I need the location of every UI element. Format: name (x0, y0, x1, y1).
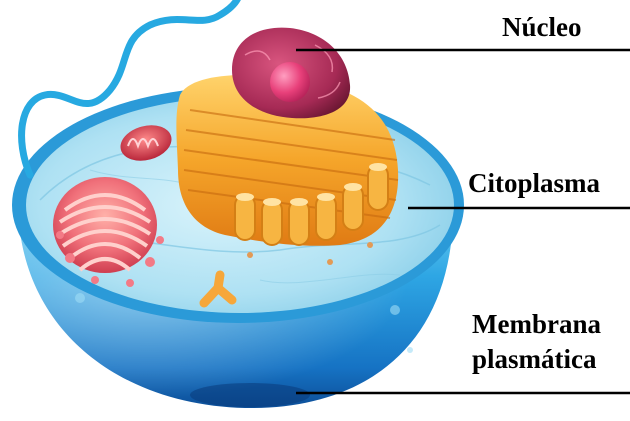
nucleus-label: Núcleo (502, 12, 581, 43)
membrane-label-line1: Membrana (472, 309, 601, 340)
membrane-label-line2: plasmática (472, 344, 597, 375)
nucleolus (270, 62, 310, 102)
cytoplasm-label: Citoplasma (468, 168, 600, 199)
